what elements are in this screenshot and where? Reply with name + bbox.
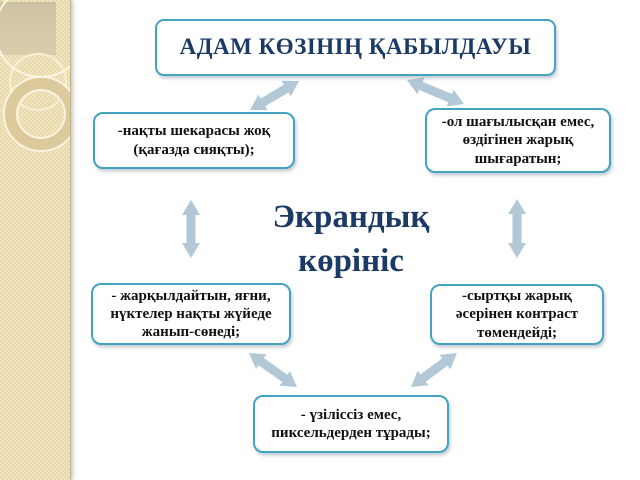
node-no-sharp-boundary: -нақты шекарасы жоқ (қағазда сияқты); <box>93 112 295 169</box>
node-flickering-points: - жарқылдайтын, яғни, нүктелер нақты жүй… <box>91 283 291 345</box>
node-contrast-drops: -сыртқы жарық әсерінен контраст төмендей… <box>430 284 604 345</box>
node-text-line: өздігінен жарық <box>462 132 574 149</box>
node-text-line: шығаратын; <box>474 150 562 167</box>
double-arrow <box>249 353 297 387</box>
node-self-luminous: -ол шағылысқан емес, өздігінен жарық шығ… <box>425 108 611 173</box>
decoration-ring <box>5 78 70 150</box>
double-arrow <box>407 77 464 107</box>
slide-title: АДАМ КӨЗІНІҢ ҚАБЫЛДАУЫ <box>179 34 532 60</box>
center-label-line: көрініс <box>298 242 404 279</box>
node-text-line: - жарқылдайтын, яғни, <box>111 287 271 304</box>
double-arrow <box>250 80 299 111</box>
double-arrow <box>182 200 200 258</box>
node-text-line: әсерінен контраст <box>455 306 579 323</box>
double-arrow <box>411 353 457 387</box>
node-text-line: жанып-сөнеді; <box>141 324 241 341</box>
node-text-line: -нақты шекарасы жоқ <box>117 123 271 140</box>
node-text-line: нүктелер нақты жүйеде <box>110 305 272 322</box>
center-label-line: Экрандық <box>272 199 430 235</box>
node-text-line: -ол шағылысқан емес, <box>441 114 595 131</box>
node-made-of-pixels: - үзіліссіз емес, пиксельдерден тұрады; <box>253 395 449 453</box>
title-box: АДАМ КӨЗІНІҢ ҚАБЫЛДАУЫ <box>155 19 556 76</box>
decoration-strip <box>0 0 71 480</box>
node-text-line: - үзіліссіз емес, <box>300 406 402 423</box>
double-arrow <box>508 199 526 258</box>
node-text-line: төмендейді; <box>476 324 558 341</box>
center-label: Экрандық көрініс <box>221 196 481 283</box>
node-text-line: (қағазда сияқты); <box>133 141 255 158</box>
node-text-line: -сыртқы жарық <box>461 288 573 305</box>
node-text-line: пиксельдерден тұрады; <box>271 425 431 441</box>
